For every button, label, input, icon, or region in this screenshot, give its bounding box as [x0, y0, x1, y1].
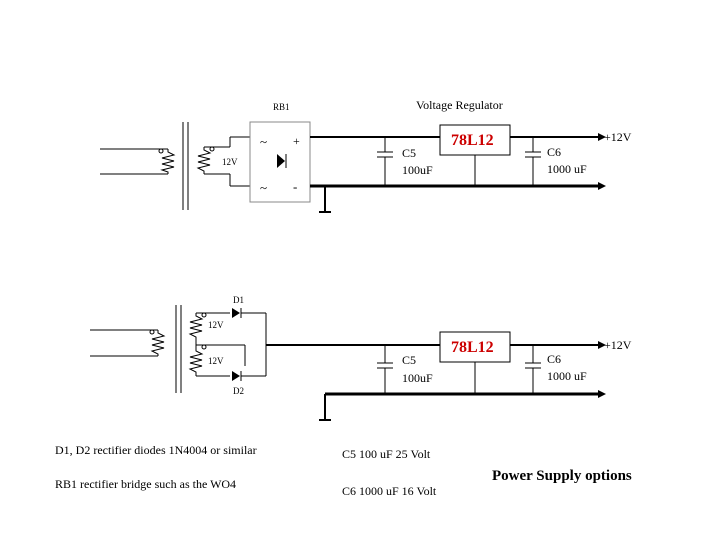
- top-c5-name: C5: [402, 146, 416, 160]
- note-diodes: D1, D2 rectifier diodes 1N4004 or simila…: [55, 443, 257, 457]
- bot-c5-value: 100uF: [402, 371, 433, 385]
- bot-secondary-coil-top: [188, 313, 204, 345]
- note-c6-spec: C6 1000 uF 16 Volt: [342, 484, 437, 498]
- bridge-ac-symbol-1: ~: [260, 134, 267, 149]
- top-ground-arrow-icon: [598, 182, 606, 190]
- top-output-arrow-icon: [598, 133, 606, 141]
- bridge-rectifier-box: [249, 121, 311, 203]
- bridge-minus-symbol: -: [293, 179, 297, 194]
- bot-secondary-dot-1: [201, 312, 207, 318]
- bridge-label: RB1: [273, 102, 290, 112]
- top-circuit: 12V RB1 ~ ~ + - +12V Voltage Regulator 7…: [100, 98, 632, 213]
- bot-ground-arrow-icon: [598, 390, 606, 398]
- bot-regulator-box: [439, 331, 511, 363]
- bot-regulator-part: 78L12: [451, 339, 494, 356]
- top-secondary-dot: [209, 146, 215, 152]
- d1-label: D1: [233, 295, 244, 305]
- regulator-title: Voltage Regulator: [416, 98, 503, 112]
- bot-secondary-coil-bottom: [188, 345, 204, 376]
- bot-secondary-voltage-bottom: 12V: [208, 356, 224, 366]
- top-primary-dot: [158, 148, 164, 154]
- top-c5-value: 100uF: [402, 163, 433, 177]
- top-output-voltage: +12V: [604, 130, 632, 144]
- bot-primary-coil: [150, 330, 166, 356]
- bot-c5-name: C5: [402, 353, 416, 367]
- bot-c6-value: 1000 uF: [547, 369, 587, 383]
- bridge-diode-icon: [277, 154, 285, 168]
- bot-output-arrow-icon: [598, 341, 606, 349]
- bot-secondary-voltage-top: 12V: [208, 320, 224, 330]
- top-primary-coil: [160, 149, 176, 174]
- bot-primary-dot: [149, 329, 155, 335]
- notes: D1, D2 rectifier diodes 1N4004 or simila…: [55, 443, 632, 498]
- top-regulator-part: 78L12: [451, 132, 494, 149]
- bottom-circuit: 12V 12V D1 D2 +12V 78L12 C5 10: [90, 295, 632, 421]
- note-bridge: RB1 rectifier bridge such as the WO4: [55, 477, 236, 491]
- bot-c6-name: C6: [547, 352, 561, 366]
- bot-output-voltage: +12V: [604, 338, 632, 352]
- d2-label: D2: [233, 386, 244, 396]
- bot-secondary-dot-2: [201, 344, 207, 350]
- heading-power-supply-options: Power Supply options: [492, 468, 632, 484]
- top-c6-value: 1000 uF: [547, 162, 587, 176]
- bridge-plus-symbol: +: [293, 134, 300, 148]
- top-c6-name: C6: [547, 145, 561, 159]
- d2-diode-icon: [232, 371, 240, 381]
- d1-diode-icon: [232, 308, 240, 318]
- top-regulator-box: [439, 124, 511, 156]
- note-c5-spec: C5 100 uF 25 Volt: [342, 447, 431, 461]
- bridge-ac-symbol-2: ~: [260, 180, 267, 195]
- top-secondary-voltage: 12V: [222, 157, 238, 167]
- top-secondary-coil: [196, 147, 212, 174]
